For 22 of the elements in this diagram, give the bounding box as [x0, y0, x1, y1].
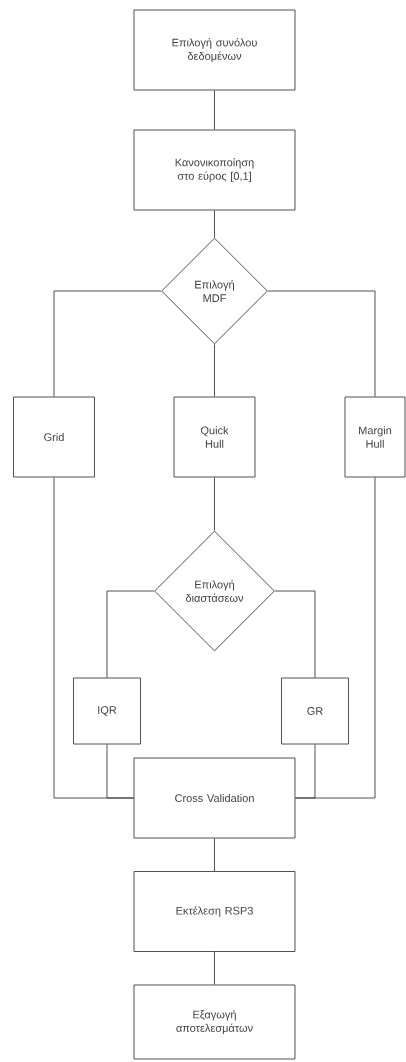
connector-line: [106, 744, 134, 799]
connector-line: [267, 290, 376, 397]
connector-line: [214, 90, 215, 130]
connector-line: [214, 951, 215, 985]
process-box: Grid: [13, 396, 95, 478]
process-box: Margin Hull: [344, 396, 406, 478]
process-box: IQR: [73, 677, 141, 745]
connector-line: [106, 590, 155, 678]
process-box: Cross Validation: [133, 757, 296, 839]
process-box: Εξαγωγή αποτελεσμάτων: [133, 984, 296, 1060]
connector-line: [295, 477, 376, 799]
connector-line: [214, 838, 215, 872]
process-box: Quick Hull: [173, 396, 256, 478]
connector-line: [214, 477, 215, 531]
connector-line: [53, 290, 162, 397]
process-box: Κανονικοποίηση στο εύρος [0,1]: [133, 129, 296, 211]
connector-line: [274, 590, 316, 678]
process-box: Επιλογή συνόλου δεδομένων: [133, 9, 296, 91]
connector-line: [214, 344, 215, 397]
process-box: GR: [281, 677, 349, 745]
connector-line: [214, 210, 215, 238]
process-box: Εκτέλεση RSP3: [133, 871, 296, 952]
